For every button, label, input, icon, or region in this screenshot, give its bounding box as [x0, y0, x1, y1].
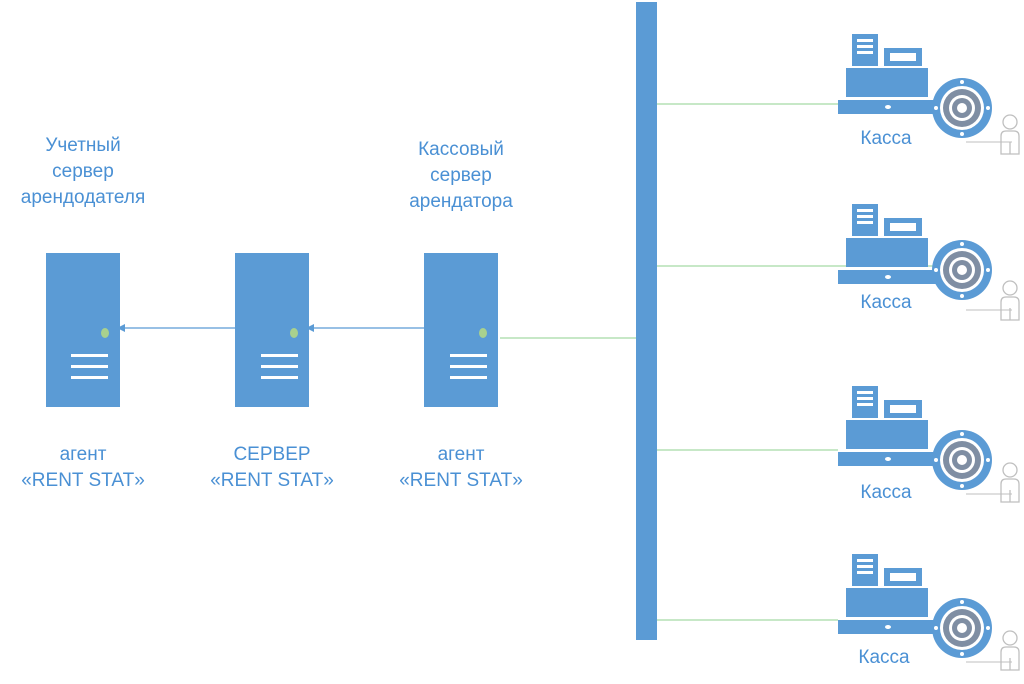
- register-4: [838, 554, 1020, 671]
- left-server-caption-line-2: «RENT STAT»: [21, 470, 145, 491]
- right-server-icon: [424, 253, 498, 407]
- safe-icon: [932, 78, 992, 138]
- person-icon: [1000, 114, 1020, 155]
- right-server-title-line-1: Кассовый: [418, 139, 504, 160]
- register-2-label: Касса: [860, 292, 912, 313]
- left-server-title: Учетный сервер арендодателя: [13, 133, 153, 211]
- left-server-caption: агент «RENT STAT»: [13, 442, 153, 494]
- person-icon: [1000, 462, 1020, 503]
- register-1-label: Касса: [860, 128, 912, 149]
- right-server-title: Кассовый сервер арендатора: [391, 137, 531, 215]
- register-1: [838, 34, 1020, 155]
- safe-icon: [932, 240, 992, 300]
- middle-server-caption: СЕРВЕР «RENT STAT»: [202, 442, 342, 494]
- right-server-title-line-2: сервер: [430, 165, 492, 186]
- right-server-caption-line-2: «RENT STAT»: [399, 470, 523, 491]
- middle-server-caption-line-1: СЕРВЕР: [233, 444, 311, 465]
- register-4-label: Касса: [858, 647, 910, 668]
- arrow-right-to-middle: [306, 324, 425, 332]
- middle-server-icon: [235, 253, 309, 407]
- safe-icon: [932, 598, 992, 658]
- register-3: [838, 386, 1020, 503]
- safe-icon: [932, 430, 992, 490]
- right-server-title-line-3: арендатора: [409, 191, 513, 212]
- right-server-caption-line-1: агент: [437, 444, 485, 465]
- person-icon: [1000, 630, 1020, 671]
- left-server-title-line-2: сервер: [52, 161, 114, 182]
- left-server-title-line-1: Учетный: [45, 135, 121, 156]
- left-server-title-line-3: арендодателя: [20, 187, 146, 208]
- left-server-caption-line-1: агент: [59, 444, 107, 465]
- person-icon: [1000, 280, 1020, 321]
- arrow-middle-to-left: [117, 324, 236, 332]
- register-2: [838, 204, 1020, 321]
- middle-server-caption-line-2: «RENT STAT»: [210, 470, 334, 491]
- left-server-icon: [46, 253, 120, 407]
- register-3-label: Касса: [860, 482, 912, 503]
- right-server-caption: агент «RENT STAT»: [391, 442, 531, 494]
- network-bus: [636, 2, 657, 640]
